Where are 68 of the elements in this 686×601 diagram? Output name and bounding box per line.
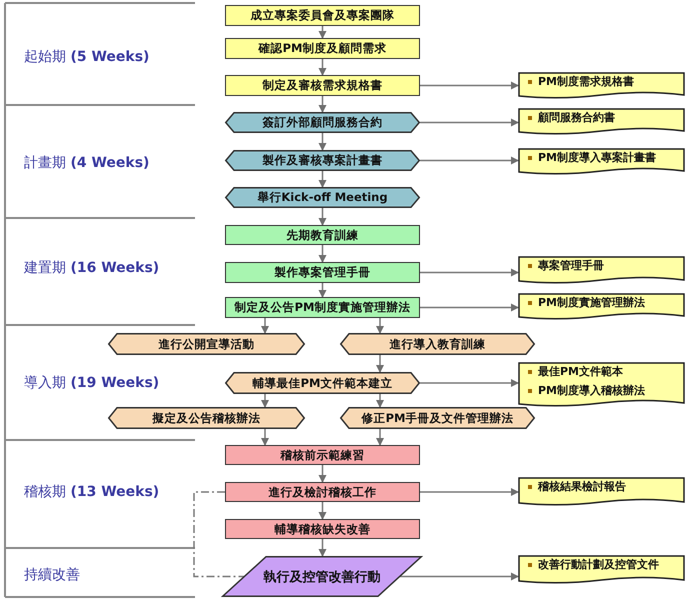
bullet-item: 專案管理手冊: [528, 258, 604, 273]
phase-label: 持續改善: [24, 566, 80, 584]
arrow: [420, 118, 519, 126]
arrow: [420, 379, 519, 387]
phase-label: 建置期 (16 Weeks): [24, 259, 160, 277]
process-box: 制定及公告PM制度實施管理辦法: [225, 297, 420, 318]
document-note: [518, 108, 685, 134]
process-box: 製作專案管理手冊: [225, 262, 420, 283]
process-hexagon: 輔導最佳PM文件範本建立: [225, 372, 420, 394]
phase-label: 起始期 (5 Weeks): [24, 48, 150, 66]
arrow: [376, 429, 384, 446]
document-note: [518, 293, 685, 319]
process-hexagon: 擬定及公告稽核辦法: [108, 407, 305, 429]
arrow: [318, 502, 326, 520]
bullet-item: PM制度實施管理辦法: [528, 295, 646, 310]
process-hexagon: 修正PM手冊及文件管理辦法: [340, 407, 535, 429]
arrow: [318, 208, 326, 226]
document-note: [518, 148, 685, 174]
arrow: [318, 283, 326, 298]
bullet-item: 改善行動計劃及控管文件: [528, 557, 659, 572]
arrow: [318, 59, 326, 76]
process-box: 制定及審核需求規格書: [225, 75, 420, 96]
process-hexagon: 進行公開宣導活動: [108, 333, 305, 355]
process-box: 先期教育訓練: [225, 225, 420, 245]
bullet-item: 稽核結果檢討報告: [528, 479, 626, 494]
arrow: [420, 304, 519, 312]
process-box: 輔導稽核缺失改善: [225, 519, 420, 539]
arrow: [376, 355, 384, 373]
arrow: [420, 268, 519, 276]
process-hexagon: 進行導入教育訓練: [340, 333, 535, 355]
arrow: [420, 82, 519, 90]
bullet-item: 最佳PM文件範本: [528, 364, 624, 379]
process-hexagon: 舉行Kick-off Meeting: [225, 187, 420, 208]
arrow: [318, 26, 326, 39]
phase-label: 導入期 (19 Weeks): [24, 374, 160, 392]
arrow: [318, 465, 326, 483]
arrow: [318, 171, 326, 188]
bullet-item: 顧問服務合約書: [528, 110, 615, 125]
document-note: [518, 256, 685, 283]
arrow: [261, 394, 269, 408]
arrow: [376, 318, 384, 334]
arrow: [318, 245, 326, 263]
phase-label: 稽核期 (13 Weeks): [24, 483, 160, 501]
arrow: [261, 429, 269, 446]
bullet-item: PM制度導入稽核辦法: [528, 383, 646, 398]
arrow: [261, 318, 269, 334]
arrow: [420, 488, 519, 496]
bullet-item: PM制度導入專案計畫書: [528, 150, 656, 165]
process-box: 確認PM制度及顧問需求: [225, 38, 420, 59]
connector-line: [193, 491, 244, 578]
process-hexagon: 簽訂外部顧問服務合約: [225, 112, 420, 133]
arrow: [318, 96, 326, 113]
process-box: 進行及檢討稽核工作: [225, 482, 420, 502]
process-box: 成立專案委員會及專案團隊: [225, 5, 420, 26]
arrow: [420, 156, 519, 164]
arrow: [376, 394, 384, 408]
document-note: [518, 72, 685, 98]
action-parallelogram: 執行及控管改善行動: [222, 556, 422, 597]
document-note: [518, 477, 685, 505]
document-note: [518, 555, 685, 583]
process-box: 稽核前示範練習: [225, 445, 420, 465]
arrow: [318, 133, 326, 151]
process-hexagon: 製作及審核專案計畫書: [225, 150, 420, 171]
arrow: [318, 539, 326, 557]
bullet-item: PM制度需求規格書: [528, 74, 634, 89]
arrow: [400, 572, 519, 580]
phase-label: 計畫期 (4 Weeks): [24, 154, 150, 172]
document-note: [518, 362, 685, 406]
